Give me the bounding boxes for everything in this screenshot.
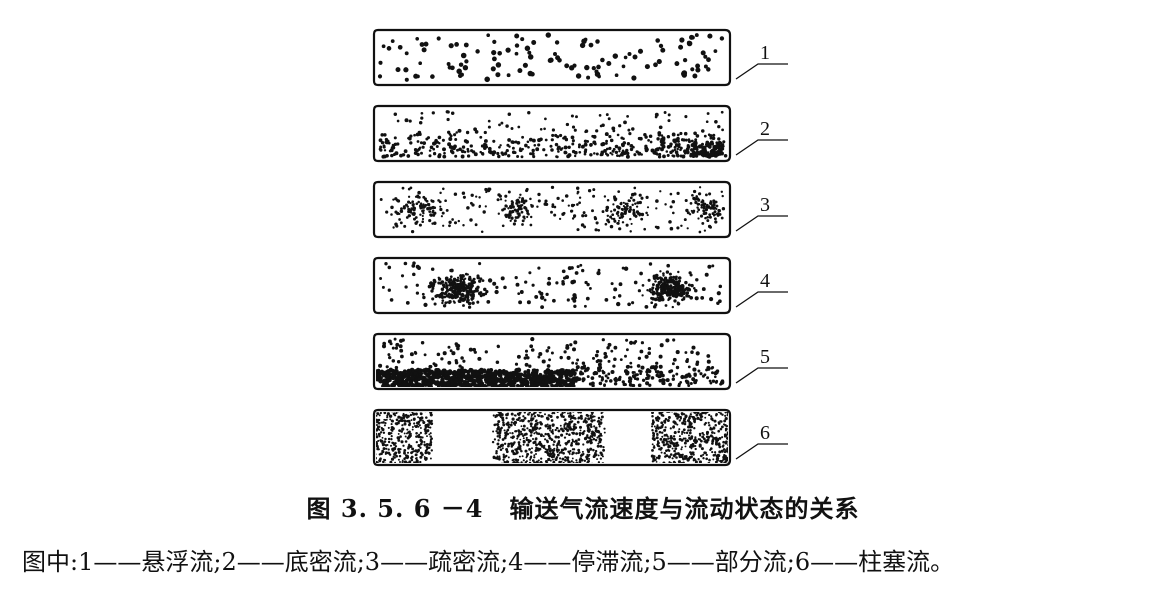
pipe-5: 5 — [372, 332, 788, 391]
leader-line — [735, 291, 788, 308]
pipe-label: 6 — [760, 422, 770, 444]
pipe-label: 2 — [760, 118, 770, 140]
pipe-4: 4 — [372, 256, 788, 315]
leader-line — [735, 367, 788, 384]
leader-line — [735, 215, 788, 232]
flow-states-diagram: 1 2 3 4 5 6 — [372, 28, 788, 467]
pipe-2: 2 — [372, 104, 788, 163]
pipe-1: 1 — [372, 28, 788, 87]
pipe-3: 3 — [372, 180, 788, 239]
figure-number: 图 3. 5. 6 －4 — [306, 494, 484, 523]
figure-legend: 图中:1——悬浮流;2——底密流;3——疏密流;4——停滞流;5——部分流;6—… — [22, 548, 955, 576]
leader-line — [735, 443, 788, 460]
leader-line — [735, 63, 788, 80]
leader-line — [735, 139, 788, 156]
figure-caption: 图 3. 5. 6 －4 输送气流速度与流动状态的关系 — [0, 489, 1166, 524]
figure-title: 输送气流速度与流动状态的关系 — [509, 494, 860, 523]
pipe-label: 1 — [760, 42, 770, 64]
pipe-label: 3 — [760, 194, 770, 216]
pipe-label: 4 — [760, 270, 770, 292]
pipe-label: 5 — [760, 346, 770, 368]
pipe-6: 6 — [372, 408, 788, 467]
